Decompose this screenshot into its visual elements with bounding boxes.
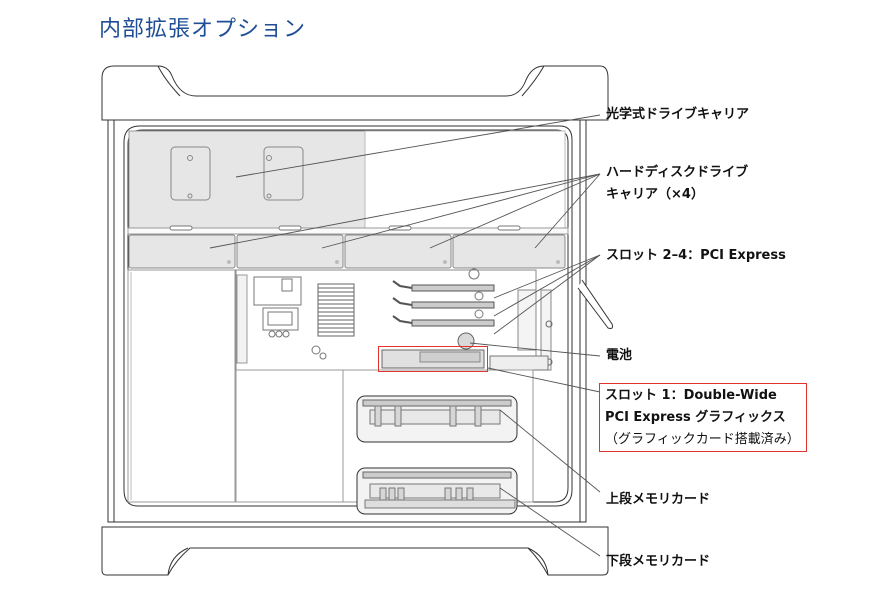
label-slot-1-note: （グラフィックカード搭載済み） xyxy=(605,432,800,447)
leader-slot-4 xyxy=(493,254,601,335)
base xyxy=(101,526,609,576)
label-optical-drive-carrier: 光学式ドライブキャリア xyxy=(606,107,750,122)
leader-slot-2 xyxy=(493,254,601,299)
leader-optical xyxy=(235,114,601,178)
upper-memory-card xyxy=(356,395,518,443)
label-hdd-carrier-line2: キャリア（×4） xyxy=(606,187,704,202)
top-handle xyxy=(101,65,609,121)
label-slot-1-line3: （グラフィックカード搭載済み） xyxy=(605,429,800,451)
pci-slots-2-4 xyxy=(411,284,495,327)
leader-battery xyxy=(469,342,601,357)
label-upper-memory-card: 上段メモリカード xyxy=(606,492,711,507)
leader-hdd-4 xyxy=(534,173,601,249)
page-title: 内部拡張オプション xyxy=(99,17,307,42)
optical-drive-carrier xyxy=(128,130,366,231)
leader-hdd-1 xyxy=(209,173,601,249)
label-pci-slots-2-4: スロット 2–4：PCI Express xyxy=(606,248,786,263)
leader-upper-memory xyxy=(499,409,601,493)
hdd-carrier-1 xyxy=(128,234,236,269)
hdd-carrier-4 xyxy=(452,234,566,269)
label-battery: 電池 xyxy=(606,348,633,363)
leader-lower-memory xyxy=(499,487,601,557)
label-slot-1-line1: スロット 1：Double-Wide xyxy=(605,388,777,403)
side-panel-latch xyxy=(577,279,613,329)
slot-1-callout xyxy=(599,383,807,452)
label-lower-memory-card: 下段メモリカード xyxy=(606,554,711,569)
leader-slot-1 xyxy=(487,367,601,393)
leader-hdd-3 xyxy=(429,173,601,249)
label-slot-1-line2: PCI Express グラフィックス xyxy=(605,410,786,425)
lower-memory-card xyxy=(356,467,518,515)
slot-1-highlight xyxy=(378,346,488,372)
leader-slot-3 xyxy=(493,254,601,317)
battery xyxy=(457,332,475,350)
label-hdd-carrier-line1: ハードディスクドライブ xyxy=(606,165,749,180)
leader-hdd-2 xyxy=(321,173,601,249)
hdd-carrier-3 xyxy=(344,234,452,269)
hdd-carrier-2 xyxy=(236,234,344,269)
